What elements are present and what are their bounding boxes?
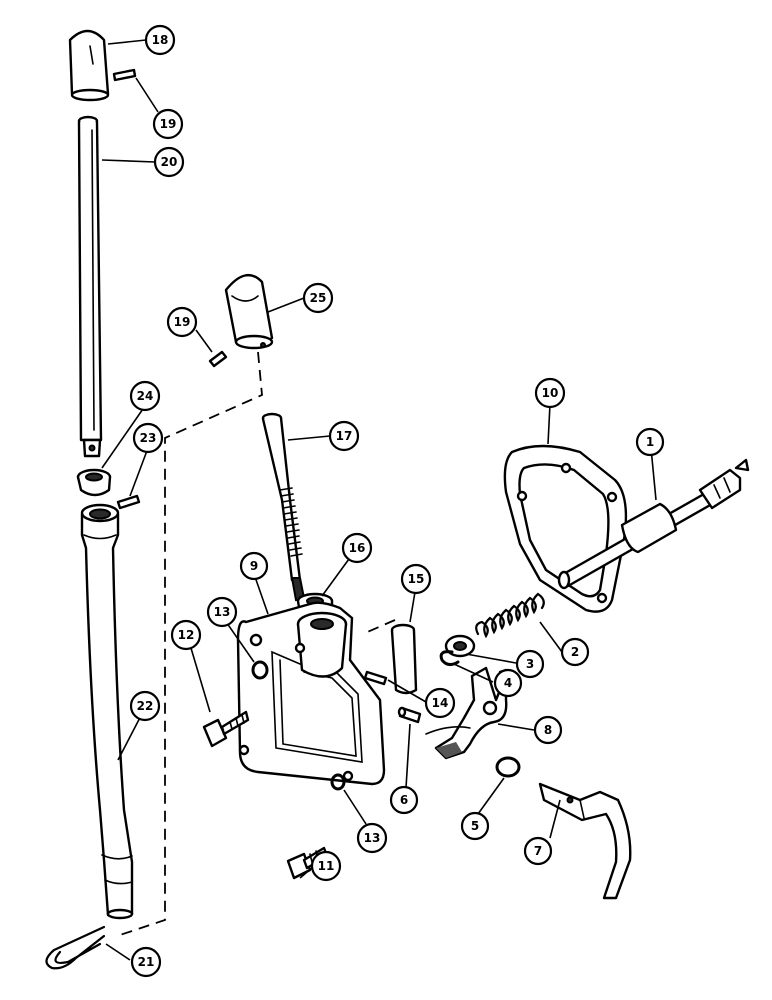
part-12-bolt bbox=[202, 710, 250, 748]
svg-text:13: 13 bbox=[214, 605, 231, 619]
callout-19-lower: 19 bbox=[166, 306, 198, 338]
svg-text:7: 7 bbox=[534, 844, 542, 858]
callout-markers: 18 19 20 25 19 24 23 17 10 1 16 15 9 13 … bbox=[129, 24, 665, 978]
callout-24: 24 bbox=[129, 380, 161, 412]
part-13-ring-upper bbox=[251, 660, 269, 680]
svg-text:6: 6 bbox=[400, 793, 408, 807]
svg-text:17: 17 bbox=[336, 429, 353, 443]
part-23-pin bbox=[116, 494, 141, 510]
svg-text:14: 14 bbox=[432, 696, 449, 710]
svg-text:18: 18 bbox=[152, 33, 169, 47]
svg-text:9: 9 bbox=[250, 559, 258, 573]
part-5-o-ring bbox=[495, 756, 521, 778]
callout-6: 6 bbox=[389, 785, 419, 815]
svg-text:22: 22 bbox=[137, 699, 154, 713]
callout-18: 18 bbox=[144, 24, 176, 56]
callout-9: 9 bbox=[239, 551, 269, 581]
callout-2: 2 bbox=[560, 637, 590, 667]
part-22-tube bbox=[80, 503, 134, 920]
svg-text:8: 8 bbox=[544, 723, 552, 737]
part-18-knob bbox=[68, 29, 110, 102]
callout-23: 23 bbox=[132, 422, 164, 454]
part-24-bushing bbox=[76, 468, 112, 497]
callout-21: 21 bbox=[130, 946, 162, 978]
svg-text:21: 21 bbox=[138, 955, 155, 969]
part-14-pin bbox=[363, 670, 388, 686]
assembly-dashed-lines bbox=[119, 351, 396, 936]
callout-4: 4 bbox=[493, 668, 523, 698]
callout-5: 5 bbox=[460, 811, 490, 841]
svg-text:11: 11 bbox=[318, 859, 335, 873]
part-19-pin-lower bbox=[208, 350, 228, 368]
callout-13-upper: 13 bbox=[206, 596, 238, 628]
svg-text:15: 15 bbox=[408, 572, 425, 586]
part-20-rod bbox=[77, 115, 103, 458]
callout-19-upper: 19 bbox=[152, 108, 184, 140]
callout-3: 3 bbox=[515, 649, 545, 679]
part-9-cover-plate bbox=[236, 601, 386, 786]
callout-12: 12 bbox=[170, 619, 202, 651]
part-21-hairpin-clip bbox=[45, 925, 106, 970]
part-4-ring bbox=[439, 650, 460, 667]
callout-22: 22 bbox=[129, 690, 161, 722]
part-13-ring-lower bbox=[330, 773, 346, 791]
callout-17: 17 bbox=[328, 420, 360, 452]
part-19-pin-upper bbox=[112, 68, 137, 82]
part-1-shaft bbox=[557, 458, 750, 590]
callout-1: 1 bbox=[635, 427, 665, 457]
svg-text:3: 3 bbox=[526, 657, 534, 671]
svg-text:5: 5 bbox=[471, 819, 479, 833]
svg-text:23: 23 bbox=[140, 431, 157, 445]
svg-text:12: 12 bbox=[178, 628, 195, 642]
part-15-sleeve bbox=[390, 623, 418, 695]
part-17-threaded-rod bbox=[261, 412, 306, 602]
svg-text:20: 20 bbox=[161, 155, 178, 169]
svg-text:4: 4 bbox=[504, 676, 512, 690]
callout-13-lower: 13 bbox=[356, 822, 388, 854]
svg-text:24: 24 bbox=[137, 389, 154, 403]
callout-8: 8 bbox=[533, 715, 563, 745]
part-6-pin bbox=[397, 706, 422, 724]
svg-text:16: 16 bbox=[349, 541, 366, 555]
svg-text:1: 1 bbox=[646, 435, 654, 449]
svg-text:10: 10 bbox=[542, 386, 559, 400]
callout-25: 25 bbox=[302, 282, 334, 314]
callout-7: 7 bbox=[523, 836, 553, 866]
callout-15: 15 bbox=[400, 563, 432, 595]
svg-text:25: 25 bbox=[310, 291, 327, 305]
callout-14: 14 bbox=[424, 687, 456, 719]
svg-text:13: 13 bbox=[364, 831, 381, 845]
callout-10: 10 bbox=[534, 377, 566, 409]
callout-11: 11 bbox=[310, 850, 342, 882]
part-2-spring bbox=[475, 592, 545, 639]
svg-text:19: 19 bbox=[160, 117, 177, 131]
svg-text:19: 19 bbox=[174, 315, 191, 329]
part-7-bent-lever bbox=[538, 782, 632, 900]
part-25-knob bbox=[224, 273, 274, 350]
callout-20: 20 bbox=[153, 146, 185, 178]
callout-16: 16 bbox=[341, 532, 373, 564]
svg-text:2: 2 bbox=[571, 645, 579, 659]
